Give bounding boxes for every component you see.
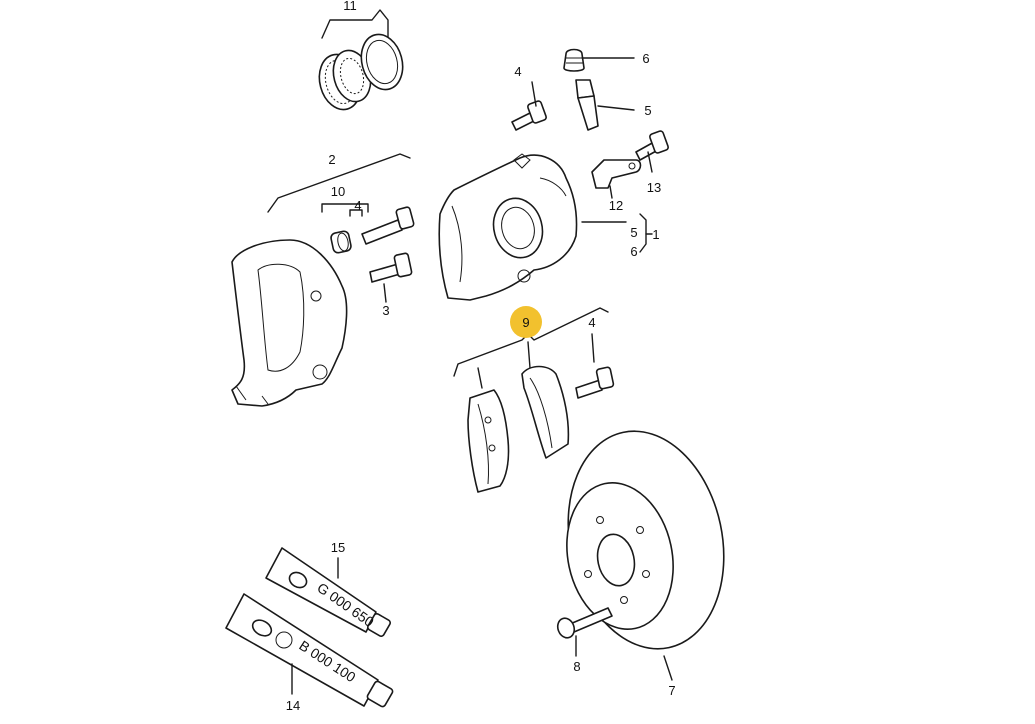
callout-labels: 11 2 10 4 3 4 6 5 13 12 5 6 1 9 4 15 8 7… xyxy=(286,0,676,713)
callout-4-right: 4 xyxy=(588,315,595,330)
callout-15: 15 xyxy=(331,540,345,555)
bracket xyxy=(591,159,642,189)
bolt-3 xyxy=(369,252,413,303)
callout-4-pin: 4 xyxy=(354,198,361,213)
bolt-4-right xyxy=(575,366,615,399)
callout-1: 1 xyxy=(652,227,659,242)
brake-pads xyxy=(453,307,609,493)
callout-10: 10 xyxy=(331,184,345,199)
callout-12: 12 xyxy=(609,198,623,213)
callout-9: 9 xyxy=(522,315,529,330)
callout-11: 11 xyxy=(343,0,357,13)
highlight-marker[interactable] xyxy=(510,306,542,338)
callout-7: 7 xyxy=(668,683,675,698)
caliper-housing xyxy=(438,153,578,301)
guide-pin-assembly xyxy=(321,203,415,254)
callout-14: 14 xyxy=(286,698,300,713)
callout-13: 13 xyxy=(647,180,661,195)
callout-6-cap: 6 xyxy=(642,51,649,66)
bolt-4-top xyxy=(511,100,547,131)
bolt-13 xyxy=(635,130,669,161)
bleeder-cap xyxy=(563,48,585,72)
screw-8 xyxy=(556,607,613,639)
callout-6-group: 6 xyxy=(630,244,637,259)
callout-5-valve: 5 xyxy=(644,103,651,118)
bleeder-valve xyxy=(575,79,599,131)
callout-4-top: 4 xyxy=(514,64,521,79)
leader-lines xyxy=(291,57,673,695)
callout-2: 2 xyxy=(328,152,335,167)
brake-disc xyxy=(566,430,725,650)
seal-kit xyxy=(318,9,404,111)
callout-3: 3 xyxy=(382,303,389,318)
callout-8: 8 xyxy=(573,659,580,674)
caliper-carrier xyxy=(231,153,411,407)
callout-5-group: 5 xyxy=(630,225,637,240)
